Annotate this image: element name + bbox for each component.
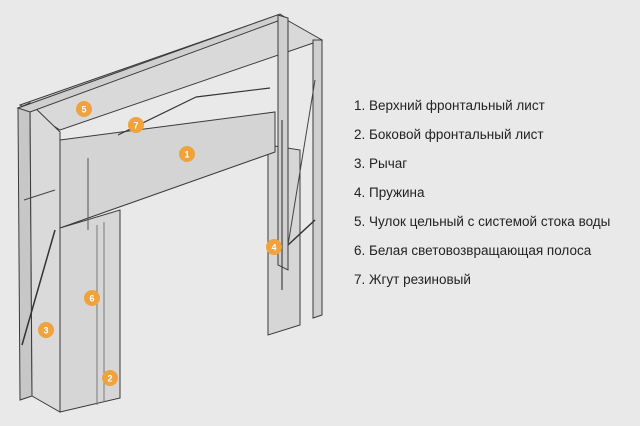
marker-2: 2 [102,370,118,386]
rubber-cord-top-2 [195,87,271,98]
svg-text:5: 5 [81,105,86,115]
legend-item-2: 2. Боковой фронтальный лист [354,127,544,142]
marker-1: 1 [179,146,195,162]
left-tension-line [23,189,56,201]
svg-text:3: 3 [43,326,48,336]
svg-text:7: 7 [133,121,138,131]
right-tension-line [287,79,316,246]
legend-item-6: 6. Белая световозвращающая полоса [354,243,592,258]
left-arm [21,229,56,346]
marker-6: 6 [84,290,100,306]
marker-5: 5 [76,101,92,117]
legend-item-7: 7. Жгут резиновый [354,272,471,287]
legend-item-5: 5. Чулок цельный с системой стока воды [354,214,611,229]
roof-panel [18,14,324,131]
legend-list: 1. Верхний фронтальный лист 2. Боковой ф… [354,96,610,299]
marker-4: 4 [266,239,282,255]
marker-3: 3 [38,322,54,338]
back-right-post [312,39,323,319]
svg-text:4: 4 [271,243,276,253]
marker-7: 7 [128,117,144,133]
top-front-curtain [59,111,276,229]
right-arm [287,219,316,246]
left-post-inner [29,101,61,413]
legend-item-4: 4. Пружина [354,185,425,200]
svg-text:2: 2 [107,374,112,384]
svg-text:1: 1 [184,150,189,160]
svg-text:6: 6 [89,294,94,304]
right-front-post [277,14,289,271]
legend-item-1: 1. Верхний фронтальный лист [354,98,545,113]
legend-item-3: 3. Рычаг [354,156,408,171]
